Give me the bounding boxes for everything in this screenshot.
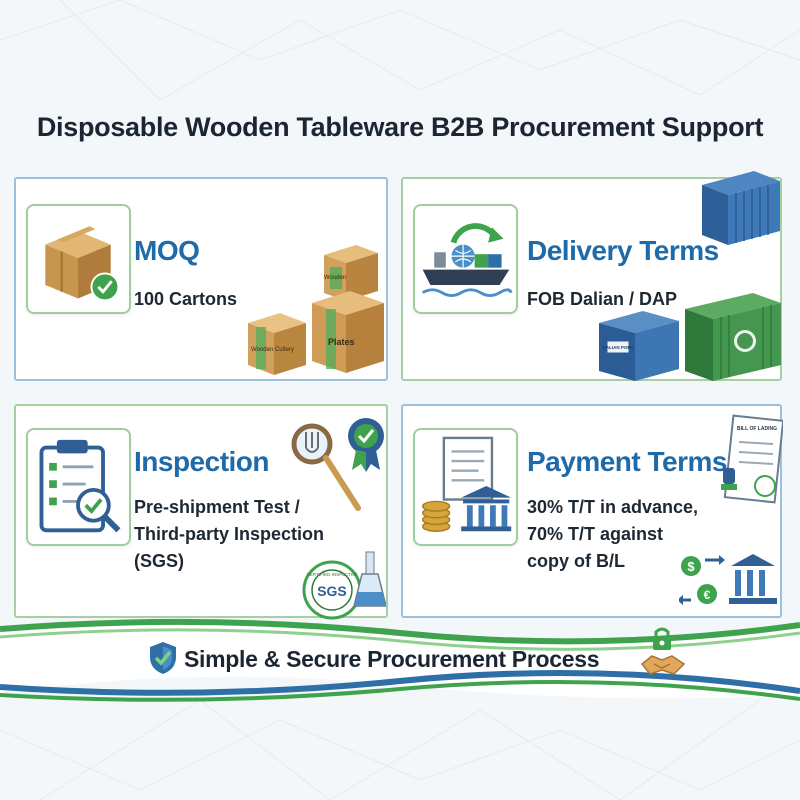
sgs-stamp-flask-illustration: SGS CERTIFIED INSPECTED (302, 546, 387, 622)
payment-heading: Payment Terms (527, 446, 727, 477)
cutlery-box-label: Wooden Cutlery (251, 347, 294, 353)
footer-wave-banner (0, 618, 800, 702)
documents-coins-bank-icon (413, 428, 518, 546)
page-title: Disposable Wooden Tableware B2B Procurem… (36, 112, 764, 142)
payment-line-2: 70% T/T against (527, 524, 664, 544)
blue-container-top-illustration (698, 167, 782, 251)
footer-tagline: Simple & Secure Procurement Process (184, 646, 600, 672)
magnifier-fork-rosette-illustration (286, 412, 386, 512)
inspection-card: Inspection Pre-shipment Test / Third-par… (14, 404, 388, 620)
sgs-stamp-text: SGS (317, 583, 347, 599)
inspection-line-3: (SGS) (134, 551, 185, 571)
moq-heading: MOQ (134, 235, 200, 266)
inspection-heading: Inspection (134, 446, 270, 477)
delivery-value: FOB Dalian / DAP (527, 289, 678, 309)
delivery-heading: Delivery Terms (527, 235, 719, 266)
shipping-containers-illustration: DALIAN PORT (593, 289, 783, 385)
inspection-line-2: Third-party Inspection (134, 524, 325, 544)
moq-value: 100 Cartons (134, 289, 238, 309)
svg-text:Wooden: Wooden (324, 275, 346, 281)
payment-line-1: 30% T/T in advance, (527, 497, 699, 517)
payment-line-3: copy of B/L (527, 551, 625, 571)
plates-box-label: Plates (328, 337, 355, 347)
svg-text:€: € (704, 588, 711, 602)
carton-check-icon (26, 204, 131, 314)
payment-card: Payment Terms 30% T/T in advance, 70% T/… (401, 404, 785, 618)
stacked-cartons-illustration: Wooden Plates Wooden Cutlery (244, 241, 386, 381)
cargo-ship-icon (413, 204, 518, 314)
inspection-line-1: Pre-shipment Test / (134, 497, 300, 517)
checklist-clipboard-icon (26, 428, 131, 546)
shield-check-icon (150, 642, 176, 674)
bill-of-lading-stamp-illustration: BILL OF LADING (721, 414, 785, 512)
handshake-lock-icon (640, 627, 686, 675)
container-label: DALIAN PORT (603, 345, 634, 350)
svg-text:$: $ (687, 559, 695, 574)
currency-exchange-bank-illustration: $ € (677, 546, 779, 612)
bill-of-lading-label: BILL OF LADING (737, 426, 777, 432)
moq-card: MOQ 100 Cartons Wooden Plates Wooden Cut… (14, 177, 388, 381)
sgs-stamp-ring-text: CERTIFIED INSPECTED (307, 572, 358, 577)
delivery-card: Delivery Terms FOB Dalian / DAP DALIAN P… (401, 171, 782, 381)
